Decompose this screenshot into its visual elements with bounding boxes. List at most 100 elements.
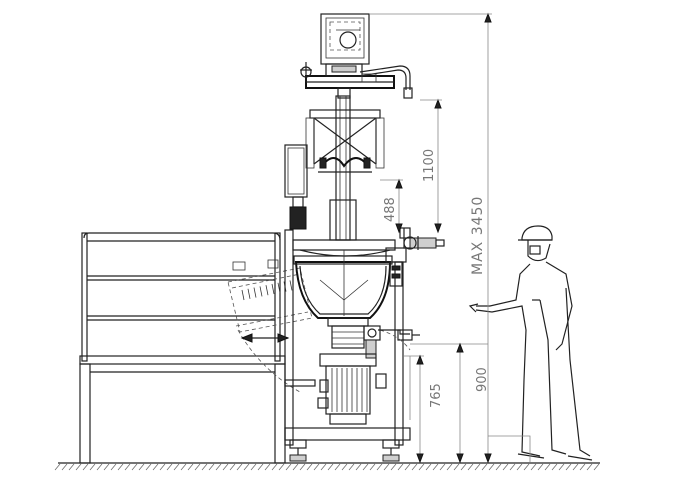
- floor-hatch-line: [292, 463, 299, 471]
- floor-hatch-line: [411, 463, 418, 471]
- floor-hatch-line: [236, 463, 243, 471]
- floor-hatch-line: [523, 463, 530, 471]
- floor-hatch-line: [166, 463, 173, 471]
- floor-hatch-line: [453, 463, 460, 471]
- floor-hatch-line: [341, 463, 348, 471]
- mast-height-label: 1100: [422, 149, 437, 182]
- floor-hatch-line: [404, 463, 411, 471]
- floor-hatch-line: [327, 463, 334, 471]
- floor-hatch-line: [530, 463, 537, 471]
- floor-hatch-line: [516, 463, 523, 471]
- reference-step-line: [488, 435, 531, 462]
- floor: [54, 462, 600, 471]
- floor-hatch-line: [187, 463, 194, 471]
- floor-hatch-line: [432, 463, 439, 471]
- control-box: [284, 144, 308, 230]
- floor-hatch-line: [229, 463, 236, 471]
- floor-hatch-line: [488, 463, 495, 471]
- floor-hatch-line: [208, 463, 215, 471]
- head-clearance-label: 488: [383, 197, 398, 222]
- floor-hatch-line: [565, 463, 572, 471]
- floor-hatch-line: [362, 463, 369, 471]
- floor-hatch-line: [558, 463, 565, 471]
- floor-hatch-line: [75, 463, 82, 471]
- lifting-mast: [329, 95, 357, 241]
- floor-hatch-line: [383, 463, 390, 471]
- dimension-mast-height: 1100: [420, 98, 442, 234]
- floor-hatch-line: [320, 463, 327, 471]
- dimension-head-clearance: 488: [380, 178, 403, 234]
- floor-hatch-line: [152, 463, 159, 471]
- floor-hatch-line: [474, 463, 481, 471]
- floor-hatch-line: [145, 463, 152, 471]
- floor-hatch-line: [54, 463, 61, 471]
- drive-motor: [317, 353, 387, 425]
- floor-hatch-line: [222, 463, 229, 471]
- floor-hatch-line: [418, 463, 425, 471]
- floor-hatch-line: [103, 463, 110, 471]
- floor-hatch-line: [299, 463, 306, 471]
- floor-hatch-line: [61, 463, 68, 471]
- floor-hatch-line: [593, 463, 600, 471]
- adjustable-foot-right: [382, 439, 400, 462]
- tilted-vessel-coil-line: [241, 289, 245, 301]
- floor-hatch-line: [194, 463, 201, 471]
- floor-hatch-line: [124, 463, 131, 471]
- floor-hatch-line: [306, 463, 313, 471]
- floor-hatch-line: [180, 463, 187, 471]
- floor-hatch-line: [278, 463, 285, 471]
- dimension-discharge-height: 900: [410, 342, 490, 464]
- floor-hatch-line: [257, 463, 264, 471]
- floor-hatch-line: [173, 463, 180, 471]
- floor-hatch-line: [495, 463, 502, 471]
- floor-hatch-line: [285, 463, 292, 471]
- floor-hatch-line: [131, 463, 138, 471]
- operator-figure: [468, 225, 593, 461]
- vessel-side-fittings: [385, 227, 445, 341]
- mixing-vessel: [292, 239, 396, 319]
- floor-hatch-line: [460, 463, 467, 471]
- floor-hatch-line: [481, 463, 488, 471]
- floor-hatch-line: [68, 463, 75, 471]
- floor-hatch-line: [313, 463, 320, 471]
- floor-hatch-line: [89, 463, 96, 471]
- floor-hatch-line: [509, 463, 516, 471]
- floor-hatch-line: [271, 463, 278, 471]
- floor-hatch-line: [138, 463, 145, 471]
- floor-hatch-line: [243, 463, 250, 471]
- floor-hatch-line: [439, 463, 446, 471]
- floor-hatch-line: [82, 463, 89, 471]
- floor-hatch-line: [586, 463, 593, 471]
- discharge-height-label: 900: [475, 367, 490, 392]
- tilted-vessel-coil-line: [253, 287, 257, 298]
- tilted-vessel-coil-line: [289, 280, 293, 291]
- tilted-vessel-coil-line: [277, 282, 281, 293]
- floor-hatch-line: [110, 463, 117, 471]
- tilted-vessel-coil-line: [271, 283, 275, 295]
- platform-handrail: [79, 232, 286, 464]
- tilted-vessel-coil-line: [247, 288, 251, 299]
- floor-hatch-line: [250, 463, 257, 471]
- max-height-label: MAX 3450: [470, 196, 486, 275]
- agitator-assembly: [305, 109, 385, 173]
- floor-hatch-line: [579, 463, 586, 471]
- floor-hatch-line: [544, 463, 551, 471]
- floor-hatch-line: [467, 463, 474, 471]
- floor-hatch-line: [425, 463, 432, 471]
- dimension-max-height: MAX 3450: [370, 12, 492, 464]
- floor-hatch-line: [96, 463, 103, 471]
- floor-hatch-line: [551, 463, 558, 471]
- floor-hatch-line: [117, 463, 124, 471]
- floor-hatch-line: [397, 463, 404, 471]
- floor-hatch-line: [502, 463, 509, 471]
- floor-hatch-line: [390, 463, 397, 471]
- dimension-base-height: 765: [404, 354, 444, 464]
- tilted-vessel-coil-line: [265, 285, 269, 296]
- base-height-label: 765: [429, 383, 444, 408]
- floor-hatch-line: [355, 463, 362, 471]
- floor-hatch-line: [334, 463, 341, 471]
- discharge-unit: [327, 317, 411, 359]
- adjustable-foot-left: [289, 439, 307, 462]
- floor-hatch-line: [159, 463, 166, 471]
